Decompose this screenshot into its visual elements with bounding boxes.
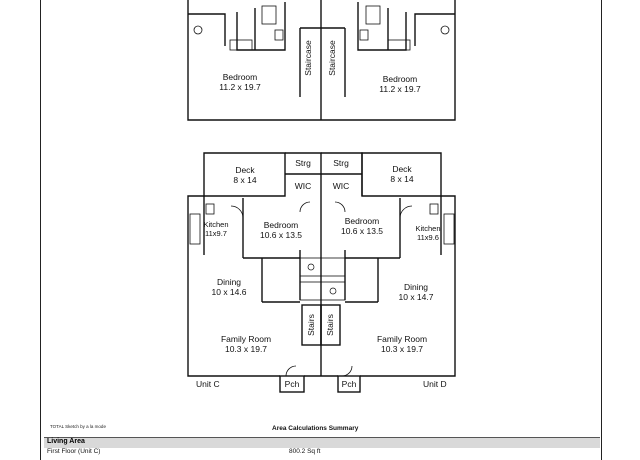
room-name: Kitchen	[415, 224, 441, 233]
room-size: 10.3 x 19.7	[224, 344, 268, 354]
left-dining-label: Dining 10 x 14.6	[196, 277, 262, 297]
unit-c-label: Unit C	[196, 379, 220, 389]
room-size: 11x9.6	[417, 233, 439, 242]
right-family-room-label: Family Room 10.3 x 19.7	[362, 334, 442, 354]
room-name: Family Room	[220, 334, 272, 344]
room-name: Deck	[392, 164, 412, 174]
room-size: 10 x 14.6	[211, 287, 247, 297]
strg-right-label: Strg	[333, 158, 349, 168]
right-bedroom-label: Bedroom 10.6 x 13.5	[327, 216, 397, 236]
porch-left-label: Pch	[284, 379, 300, 389]
right-dining-label: Dining 10 x 14.7	[383, 282, 449, 302]
room-name: Bedroom	[344, 216, 380, 226]
left-deck-label: Deck 8 x 14	[215, 165, 275, 185]
stairs-left-label: Stairs	[306, 314, 316, 336]
room-size: 8 x 14	[390, 174, 414, 184]
left-kitchen-label: Kitchen 11x9.7	[200, 220, 232, 238]
living-area-header: Living Area	[44, 437, 600, 448]
living-area-label: Living Area	[47, 438, 85, 445]
room-name: Bedroom	[263, 220, 299, 230]
unit-d-label: Unit D	[423, 379, 447, 389]
room-size: 10 x 14.7	[398, 292, 434, 302]
room-name: Bedroom	[382, 74, 418, 84]
stairs-right-label: Stairs	[325, 314, 335, 336]
area-summary-title: Area Calculations Summary	[272, 425, 359, 432]
room-name: Kitchen	[203, 220, 229, 229]
left-family-room-label: Family Room 10.3 x 19.7	[206, 334, 286, 354]
upper-right-bedroom-label: Bedroom 11.2 x 19.7	[365, 74, 435, 94]
wic-right-label: WIC	[332, 181, 350, 191]
software-note: TOTAL Sketch by a la mode	[50, 424, 106, 429]
porch-right-label: Pch	[341, 379, 357, 389]
right-deck-label: Deck 8 x 14	[372, 164, 432, 184]
room-size: 10.3 x 19.7	[380, 344, 424, 354]
room-name: Bedroom	[222, 72, 258, 82]
room-size: 11.2 x 19.7	[219, 82, 261, 92]
left-bedroom-label: Bedroom 10.6 x 13.5	[246, 220, 316, 240]
room-size: 8 x 14	[233, 175, 257, 185]
right-kitchen-label: Kitchen 11x9.6	[412, 224, 444, 242]
upper-left-bedroom-label: Bedroom 11.2 x 19.7	[205, 72, 275, 92]
room-name: Family Room	[376, 334, 428, 344]
room-size: 10.6 x 13.5	[340, 226, 384, 236]
left-deck-outline	[203, 152, 286, 197]
room-size: 11x9.7	[205, 229, 227, 238]
room-name: Dining	[403, 282, 429, 292]
room-size: 11.2 x 19.7	[379, 84, 421, 94]
room-name: Dining	[216, 277, 242, 287]
area-row-label: First Floor (Unit C)	[47, 448, 101, 455]
wic-left-label: WIC	[294, 181, 312, 191]
strg-left-label: Strg	[295, 158, 311, 168]
room-name: Deck	[235, 165, 255, 175]
area-row-value: 800.2 Sq ft	[289, 448, 321, 455]
staircase-right-label: Staircase	[327, 40, 337, 76]
staircase-left-label: Staircase	[303, 40, 313, 76]
room-size: 10.6 x 13.5	[259, 230, 303, 240]
